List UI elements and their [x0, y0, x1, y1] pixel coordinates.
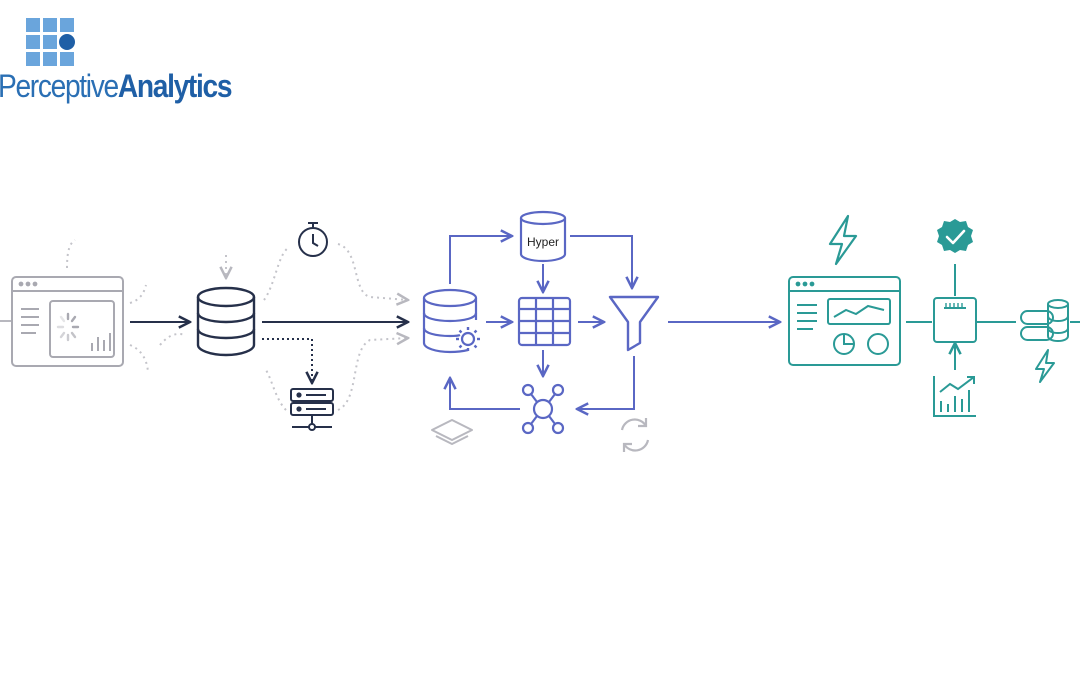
stopwatch-icon — [298, 222, 328, 257]
lightning-icon — [828, 214, 858, 266]
server-rack-icon — [290, 388, 334, 431]
database-gear-icon — [422, 288, 480, 354]
connectors — [0, 236, 1080, 410]
logo-grid-icon — [26, 18, 75, 66]
connector-dotted-source-top — [66, 239, 76, 269]
network-nodes-icon — [521, 383, 565, 435]
connector-network-to-extract — [450, 378, 520, 410]
browser-loading-icon — [11, 276, 124, 367]
connector-extract-to-hyper — [449, 236, 512, 284]
brand-name-bold: Analytics — [117, 68, 233, 104]
refresh-icon — [620, 418, 650, 452]
storage-stack-icon — [1020, 299, 1069, 343]
dashboard-window-icon — [788, 276, 901, 366]
funnel-icon — [608, 295, 660, 352]
connector-dotted-server-left — [265, 369, 287, 411]
lightning-small-icon — [1035, 349, 1055, 383]
check-badge-icon — [937, 219, 973, 253]
connector-filter-to-network — [577, 356, 635, 409]
hyper-cylinder-icon — [519, 210, 567, 263]
connector-db-to-server — [262, 338, 312, 383]
connector-dotted-timer-right — [337, 243, 408, 300]
connector-dotted-source-lower — [129, 344, 149, 373]
growth-chart-icon — [933, 376, 976, 417]
database-icon — [196, 286, 256, 357]
connector-dotted-db-left — [159, 333, 187, 346]
brand-logo: PerceptiveAnalytics — [0, 14, 260, 114]
connector-dotted-timer-left — [263, 247, 289, 301]
chip-icon — [933, 297, 977, 343]
layers-icon — [431, 419, 473, 445]
hyper-label: Hyper — [527, 235, 559, 249]
brand-name: PerceptiveAnalytics — [0, 68, 233, 105]
connector-dotted-server-right — [337, 338, 408, 411]
brand-name-light: Perceptive — [0, 68, 119, 104]
connector-dotted-source-upper — [129, 284, 147, 304]
table-grid-icon — [517, 296, 572, 347]
connector-hyper-to-filter — [570, 235, 632, 288]
